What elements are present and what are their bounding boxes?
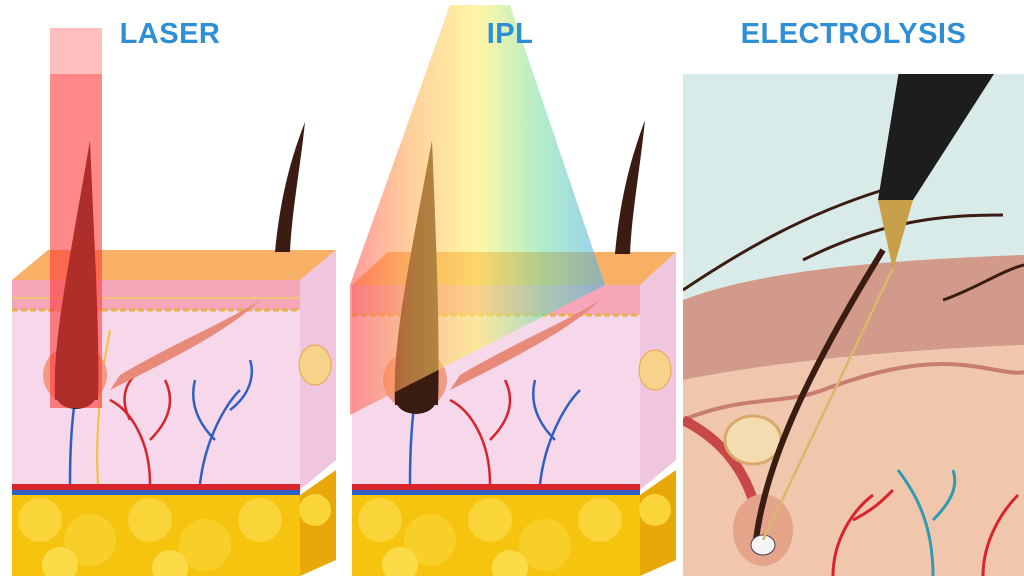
hair-follicle <box>733 248 886 566</box>
ipl-skin-illustration <box>350 5 676 576</box>
surface-hair <box>615 120 645 254</box>
laser-skin-illustration <box>12 28 336 576</box>
arrector-muscle <box>450 300 600 390</box>
ipl-panel: IPL <box>340 0 680 576</box>
arrector-muscle <box>110 300 260 390</box>
blood-vessels <box>68 329 254 485</box>
sebaceous-gland <box>723 414 783 466</box>
laser-beam-icon <box>50 28 102 408</box>
sweat-gland <box>298 344 332 386</box>
electrolysis-panel: ELECTROLYSIS <box>683 0 1024 576</box>
laser-panel: LASER <box>0 0 340 576</box>
surface-hair <box>275 122 305 252</box>
laser-title: LASER <box>119 18 221 50</box>
sweat-gland <box>638 349 672 391</box>
ipl-title: IPL <box>486 18 534 50</box>
electrolysis-title: ELECTROLYSIS <box>683 0 1024 74</box>
electrolysis-skin-illustration <box>683 15 1024 576</box>
ipl-spectrum-icon <box>350 5 605 415</box>
blood-vessels <box>831 469 1020 576</box>
muscle <box>683 415 758 502</box>
